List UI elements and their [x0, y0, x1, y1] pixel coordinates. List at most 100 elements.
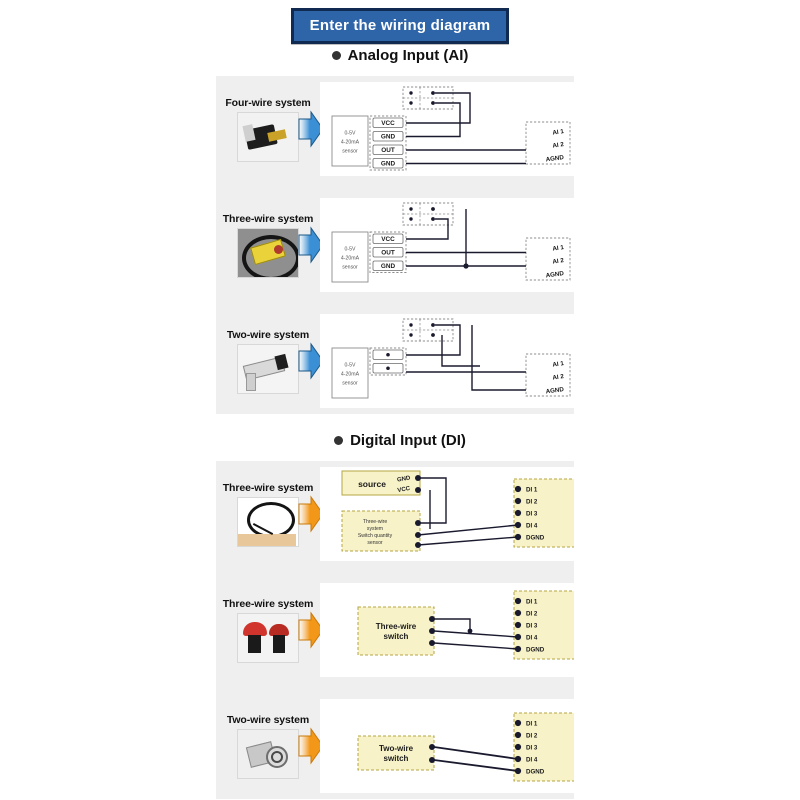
sensor-box-text-line: 4-20mA [341, 140, 360, 146]
arrow-shape [298, 110, 324, 148]
ps-terminal [431, 207, 435, 211]
row-left-panel: Two-wire system [216, 693, 324, 799]
wire-device-to-dgnd [417, 536, 519, 546]
di-module-terminal-label: DI 4 [526, 635, 538, 642]
di-module-terminal-label: DI 2 [526, 733, 538, 740]
ps-pin [409, 217, 413, 221]
sensor-box-text-line: 0-5V [345, 131, 356, 137]
flow-arrow-icon [298, 495, 324, 533]
di-module-terminal-label: DGND [526, 769, 545, 776]
di-module-terminal-label: DI 2 [526, 611, 538, 618]
sensor-terminal-label: OUT [381, 250, 395, 257]
wire-source-gnd-to-device [418, 477, 447, 524]
switch-pin [429, 744, 435, 750]
flow-arrow-icon [298, 110, 324, 148]
di-module-terminal-label: DI 1 [526, 599, 538, 606]
sensor-terminal-label: GND [381, 134, 396, 141]
source-pin-vcc [415, 487, 421, 493]
ai-module-block [525, 121, 571, 165]
source-terminal-label: VCC [397, 486, 411, 494]
ai-module-terminal-label: AI 2 [552, 257, 565, 266]
di-module-terminal-label: DI 1 [526, 487, 538, 494]
row-system-label: Three-wire system [222, 597, 314, 610]
switch-box-text-line: Two-wire [379, 744, 414, 753]
section-heading-label: Analog Input (AI) [347, 47, 469, 64]
section-heading-digital-input: Digital Input (DI) [0, 432, 800, 449]
sensor-terminal-cell [372, 233, 404, 244]
switch-pin [429, 640, 435, 646]
wire-group [406, 324, 526, 391]
wire-switch-top-jumper [434, 618, 471, 631]
ps-terminal [431, 217, 435, 221]
di-module-pin [514, 485, 522, 493]
di-module-block [513, 590, 574, 660]
sensor-body-box [331, 115, 369, 167]
sensor-terminal-label: OUT [381, 147, 395, 154]
wire-plus-to-psu [406, 324, 461, 356]
switch-pin [429, 616, 435, 622]
sensor-box-text-line: 0-5V [345, 363, 356, 369]
analog-input-group: Four-wire system 0-5V 4-20mA sensor VCC GND O… [216, 76, 574, 414]
row-system-label: Three-wire system [222, 212, 314, 225]
ps-terminal [431, 101, 435, 105]
section-heading-analog-input: Analog Input (AI) [0, 47, 800, 64]
source-terminal-label: GND [397, 475, 412, 483]
bullet-icon [331, 51, 341, 60]
ps-pin [409, 101, 413, 105]
di-module-pin [514, 621, 522, 629]
di-module-pin [514, 609, 522, 617]
ps-pin [409, 91, 413, 95]
di-module-terminal-label: DGND [526, 647, 545, 654]
di-module-block [513, 712, 574, 782]
ai-module-terminal-label: AGND [545, 154, 565, 164]
ps-terminal [431, 323, 435, 327]
sensor-box-text-line: sensor [342, 265, 358, 271]
switch-pin [429, 757, 435, 763]
wire-psu-return [441, 335, 480, 367]
wire-gnd-to-psu [406, 102, 461, 138]
di-module-terminal-label: DI 3 [526, 511, 538, 518]
row-system-label: Four-wire system [225, 96, 311, 109]
di-module-pin [514, 719, 522, 727]
row-system-label: Two-wire system [226, 713, 310, 726]
ai-module-block [525, 353, 571, 397]
sensor-terminal-cell [372, 260, 404, 271]
sensor-terminal-label: VCC [381, 120, 395, 127]
ai-module-terminal-label: AGND [545, 386, 565, 396]
row-left-panel: Three-wire system [216, 577, 324, 683]
two-wire-switch-photo [237, 728, 299, 779]
row-left-panel: Three-wire system [216, 192, 324, 298]
wire-group [406, 92, 526, 165]
gnd-junction-dot [463, 263, 469, 269]
sensor-body-box [331, 347, 369, 399]
switch-box-text-line: switch [384, 632, 409, 641]
sensor-box-text-line: 0-5V [345, 247, 356, 253]
sensor-terminal-label: GND [381, 263, 396, 270]
ai-module-block [525, 237, 571, 281]
di-module-pin [514, 597, 522, 605]
di-module-terminal-label: DI 2 [526, 499, 538, 506]
device-box-text-line: sensor [367, 540, 383, 546]
wire-switch-to-di4 [433, 746, 519, 760]
device-box-text-line: system [367, 526, 383, 532]
row-left-panel: Two-wire system [216, 308, 324, 414]
ai-module-terminal-label: AI 1 [552, 128, 565, 137]
flow-arrow-icon [298, 342, 324, 380]
wire-return-to-agnd [471, 325, 526, 391]
proximity-cable-sensor-photo [237, 496, 299, 547]
three-wire-sensor-photo [237, 227, 299, 278]
di-module-block [513, 478, 574, 548]
di-module-terminal-label: DI 3 [526, 745, 538, 752]
